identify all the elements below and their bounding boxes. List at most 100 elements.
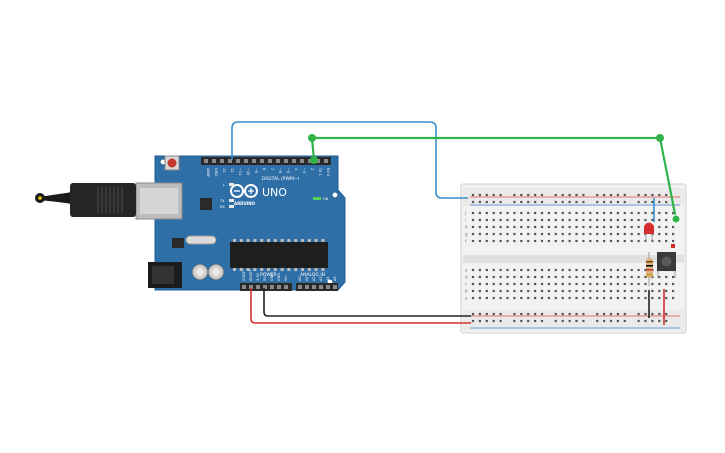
breadboard-hole[interactable]: [630, 225, 633, 229]
breadboard-hole[interactable]: [644, 289, 647, 293]
breadboard-hole[interactable]: [658, 282, 661, 286]
breadboard-rail-hole[interactable]: [554, 200, 557, 204]
breadboard-hole[interactable]: [651, 218, 654, 222]
breadboard-hole[interactable]: [596, 239, 599, 243]
breadboard-rail-hole[interactable]: [603, 200, 606, 204]
breadboard-hole[interactable]: [554, 211, 557, 215]
breadboard-rail-hole[interactable]: [609, 312, 613, 316]
breadboard-hole[interactable]: [665, 296, 668, 300]
digital-pin[interactable]: [204, 159, 208, 163]
breadboard-hole[interactable]: [609, 275, 613, 279]
breadboard-hole[interactable]: [561, 282, 564, 286]
breadboard-hole[interactable]: [589, 211, 592, 215]
breadboard-hole[interactable]: [609, 239, 613, 243]
breadboard-hole[interactable]: [561, 296, 564, 300]
breadboard-hole[interactable]: [582, 268, 585, 272]
breadboard-rail-hole[interactable]: [540, 193, 544, 197]
breadboard-hole[interactable]: [527, 239, 530, 243]
breadboard-rail-hole[interactable]: [534, 319, 537, 323]
led[interactable]: [644, 222, 654, 243]
breadboard-rail-hole[interactable]: [582, 312, 585, 316]
breadboard-hole[interactable]: [520, 296, 523, 300]
breadboard-hole[interactable]: [478, 218, 481, 222]
breadboard-rail-hole[interactable]: [499, 193, 502, 197]
breadboard-rail-hole[interactable]: [658, 312, 661, 316]
breadboard-hole[interactable]: [603, 225, 606, 229]
breadboard-hole[interactable]: [589, 225, 592, 229]
breadboard-hole[interactable]: [499, 268, 502, 272]
breadboard-hole[interactable]: [651, 239, 654, 243]
breadboard-hole[interactable]: [492, 275, 495, 279]
breadboard-hole[interactable]: [527, 232, 530, 236]
breadboard-hole[interactable]: [630, 211, 633, 215]
breadboard-hole[interactable]: [534, 268, 537, 272]
breadboard-hole[interactable]: [665, 211, 668, 215]
breadboard-hole[interactable]: [513, 275, 516, 279]
breadboard-rail-hole[interactable]: [575, 319, 578, 323]
breadboard-hole[interactable]: [527, 296, 530, 300]
breadboard-hole[interactable]: [561, 218, 564, 222]
breadboard-rail-hole[interactable]: [568, 312, 571, 316]
breadboard-hole[interactable]: [644, 239, 647, 243]
breadboard-hole[interactable]: [616, 239, 619, 243]
breadboard-hole[interactable]: [471, 282, 475, 286]
breadboard-rail-hole[interactable]: [596, 312, 599, 316]
breadboard-hole[interactable]: [478, 211, 481, 215]
analog-pin[interactable]: [298, 285, 302, 289]
breadboard-hole[interactable]: [575, 225, 578, 229]
breadboard-rail-hole[interactable]: [644, 319, 647, 323]
power-pin[interactable]: [249, 285, 253, 289]
breadboard-hole[interactable]: [575, 289, 578, 293]
breadboard-hole[interactable]: [637, 218, 640, 222]
breadboard-hole[interactable]: [492, 225, 495, 229]
breadboard-hole[interactable]: [499, 239, 502, 243]
breadboard-hole[interactable]: [596, 268, 599, 272]
reset-button-cap[interactable]: [167, 158, 177, 168]
breadboard-hole[interactable]: [520, 289, 523, 293]
breadboard-hole[interactable]: [561, 239, 564, 243]
breadboard-hole[interactable]: [527, 218, 530, 222]
breadboard-rail-hole[interactable]: [658, 200, 661, 204]
breadboard-hole[interactable]: [575, 218, 578, 222]
breadboard-hole[interactable]: [644, 268, 647, 272]
breadboard-hole[interactable]: [568, 268, 571, 272]
breadboard-hole[interactable]: [478, 289, 481, 293]
breadboard-hole[interactable]: [513, 232, 516, 236]
breadboard-hole[interactable]: [492, 282, 495, 286]
breadboard-hole[interactable]: [637, 289, 640, 293]
breadboard-hole[interactable]: [575, 268, 578, 272]
breadboard-rail-hole[interactable]: [568, 193, 571, 197]
breadboard-hole[interactable]: [630, 275, 633, 279]
breadboard-rail-hole[interactable]: [534, 193, 537, 197]
breadboard-hole[interactable]: [534, 218, 537, 222]
breadboard-rail-hole[interactable]: [575, 200, 578, 204]
breadboard-hole[interactable]: [520, 275, 523, 279]
breadboard-rail-hole[interactable]: [520, 193, 523, 197]
breadboard-hole[interactable]: [651, 289, 654, 293]
breadboard-rail-hole[interactable]: [575, 312, 578, 316]
breadboard-hole[interactable]: [630, 239, 633, 243]
breadboard-hole[interactable]: [513, 268, 516, 272]
breadboard-hole[interactable]: [609, 232, 613, 236]
breadboard-rail-hole[interactable]: [478, 193, 481, 197]
breadboard-rail-hole[interactable]: [540, 312, 544, 316]
breadboard-hole[interactable]: [623, 296, 626, 300]
breadboard-hole[interactable]: [506, 225, 509, 229]
breadboard-hole[interactable]: [520, 211, 523, 215]
breadboard-hole[interactable]: [616, 296, 619, 300]
breadboard-hole[interactable]: [637, 211, 640, 215]
breadboard-hole[interactable]: [575, 275, 578, 279]
breadboard-rail-hole[interactable]: [637, 193, 640, 197]
breadboard-rail-hole[interactable]: [665, 193, 668, 197]
breadboard-hole[interactable]: [623, 232, 626, 236]
breadboard-hole[interactable]: [534, 225, 537, 229]
breadboard-hole[interactable]: [637, 225, 640, 229]
breadboard-rail-hole[interactable]: [616, 193, 619, 197]
breadboard-hole[interactable]: [478, 275, 481, 279]
breadboard-hole[interactable]: [547, 289, 550, 293]
pushbutton-cap[interactable]: [661, 256, 672, 267]
breadboard-hole[interactable]: [506, 211, 509, 215]
breadboard-hole[interactable]: [485, 275, 488, 279]
breadboard-rail-hole[interactable]: [499, 319, 502, 323]
